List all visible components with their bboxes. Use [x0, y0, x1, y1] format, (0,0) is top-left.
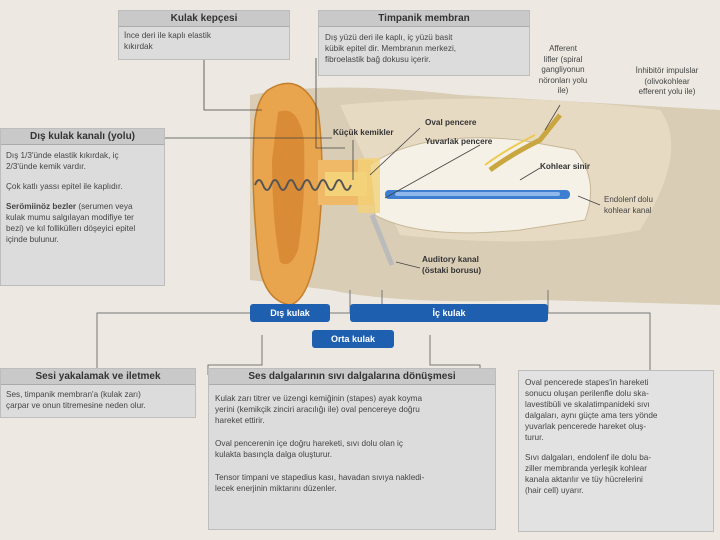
timpanik-membran-box: Timpanik membran Dış yüzü deri ile kaplı…	[318, 10, 530, 76]
dis-kulak-kanali-text2: Çok katlı yassı epitel ile kaplıdır.	[6, 182, 123, 191]
oval-pencere-box: Oval pencerede stapes'in hareketi sonucu…	[518, 370, 714, 532]
dis-kulak-kanali-title: Dış kulak kanalı (yolu)	[1, 129, 164, 145]
orta-kulak-bar: Orta kulak	[312, 330, 394, 348]
dis-kulak-kanali-text1: Dış 1/3'ünde elastik kıkırdak, iç 2/3'ün…	[6, 151, 119, 171]
auditory-kanal-label: Auditory kanal (östaki borusu)	[422, 255, 482, 275]
sesi-yakalamak-text: Ses, timpanik membran'a (kulak zarı) çar…	[6, 390, 146, 410]
timpanik-membran-text: Dış yüzü deri ile kaplı, iç yüzü basit k…	[325, 33, 457, 64]
inhibitor-label: İnhibitör impulslar (olivokohlear effere…	[635, 66, 699, 96]
sesi-yakalamak-box: Sesi yakalamak ve iletmek Ses, timpanik …	[0, 368, 196, 418]
eustachian-tube	[369, 214, 395, 266]
ses-dalgalari-p2: Oval pencerenin içe doğru hareketi, sıvı…	[215, 439, 403, 459]
kulak-kepcesi-box: Kulak kepçesi İnce deri ile kaplı elasti…	[118, 10, 290, 60]
sesi-yakalamak-title: Sesi yakalamak ve iletmek	[1, 369, 195, 385]
cochlear-nerve	[488, 113, 562, 173]
dis-kulak-bar: Dış kulak	[250, 304, 330, 322]
ses-dalgalari-p1: Kulak zarı titrer ve üzengi kemiğinin (s…	[215, 394, 423, 425]
dis-kulak-kanali-box: Dış kulak kanalı (yolu) Dış 1/3'ünde ela…	[0, 128, 165, 286]
afferent-label: Afferent lifler (spiral gangliyonun nöro…	[538, 44, 588, 95]
dis-kulak-kanali-text3-wrap: Serömiinöz bezler (serumen veya kulak mu…	[1, 195, 164, 248]
oval-pencere-p1: Oval pencerede stapes'in hareketi sonucu…	[525, 378, 658, 442]
ses-dalgalari-title: Ses dalgalarının sıvı dalgalarına dönüşm…	[209, 369, 495, 385]
oval-pencere-p2: Sıvı dalgaları, endolenf ile dolu ba- zi…	[525, 453, 652, 495]
ses-dalgalari-p3: Tensor timpani ve stapedius kası, havada…	[215, 473, 425, 493]
seromiinoz-bold: Serömiinöz bezler	[6, 202, 77, 211]
kulak-kepcesi-text: İnce deri ile kaplı elastik kıkırdak	[124, 31, 211, 51]
timpanik-membran-title: Timpanik membran	[319, 11, 529, 27]
oval-pencere-label: Oval pencere	[425, 118, 477, 127]
yuvarlak-pencere-label: Yuvarlak pencere	[425, 137, 493, 146]
cochlear-canal-inner	[395, 192, 560, 196]
endolenf-label: Endolenf dolu kohlear kanal	[604, 195, 653, 215]
middle-ear	[358, 158, 380, 213]
cochlea	[369, 137, 592, 234]
kulak-kepcesi-title: Kulak kepçesi	[119, 11, 289, 27]
nerve-fibers	[484, 134, 536, 166]
kohlear-sinir-label: Kohlear sinir	[540, 162, 591, 171]
dis-kulak-kanali-text3: (serumen veya kulak mumu salgılayan modi…	[6, 202, 136, 244]
pinna-inner	[272, 110, 305, 265]
sound-wave-coil	[254, 179, 352, 191]
kucuk-kemikler-label: Küçük kemikler	[333, 128, 394, 137]
ses-dalgalari-box: Ses dalgalarının sıvı dalgalarına dönüşm…	[208, 368, 496, 530]
ic-kulak-bar: İç kulak	[350, 304, 548, 322]
